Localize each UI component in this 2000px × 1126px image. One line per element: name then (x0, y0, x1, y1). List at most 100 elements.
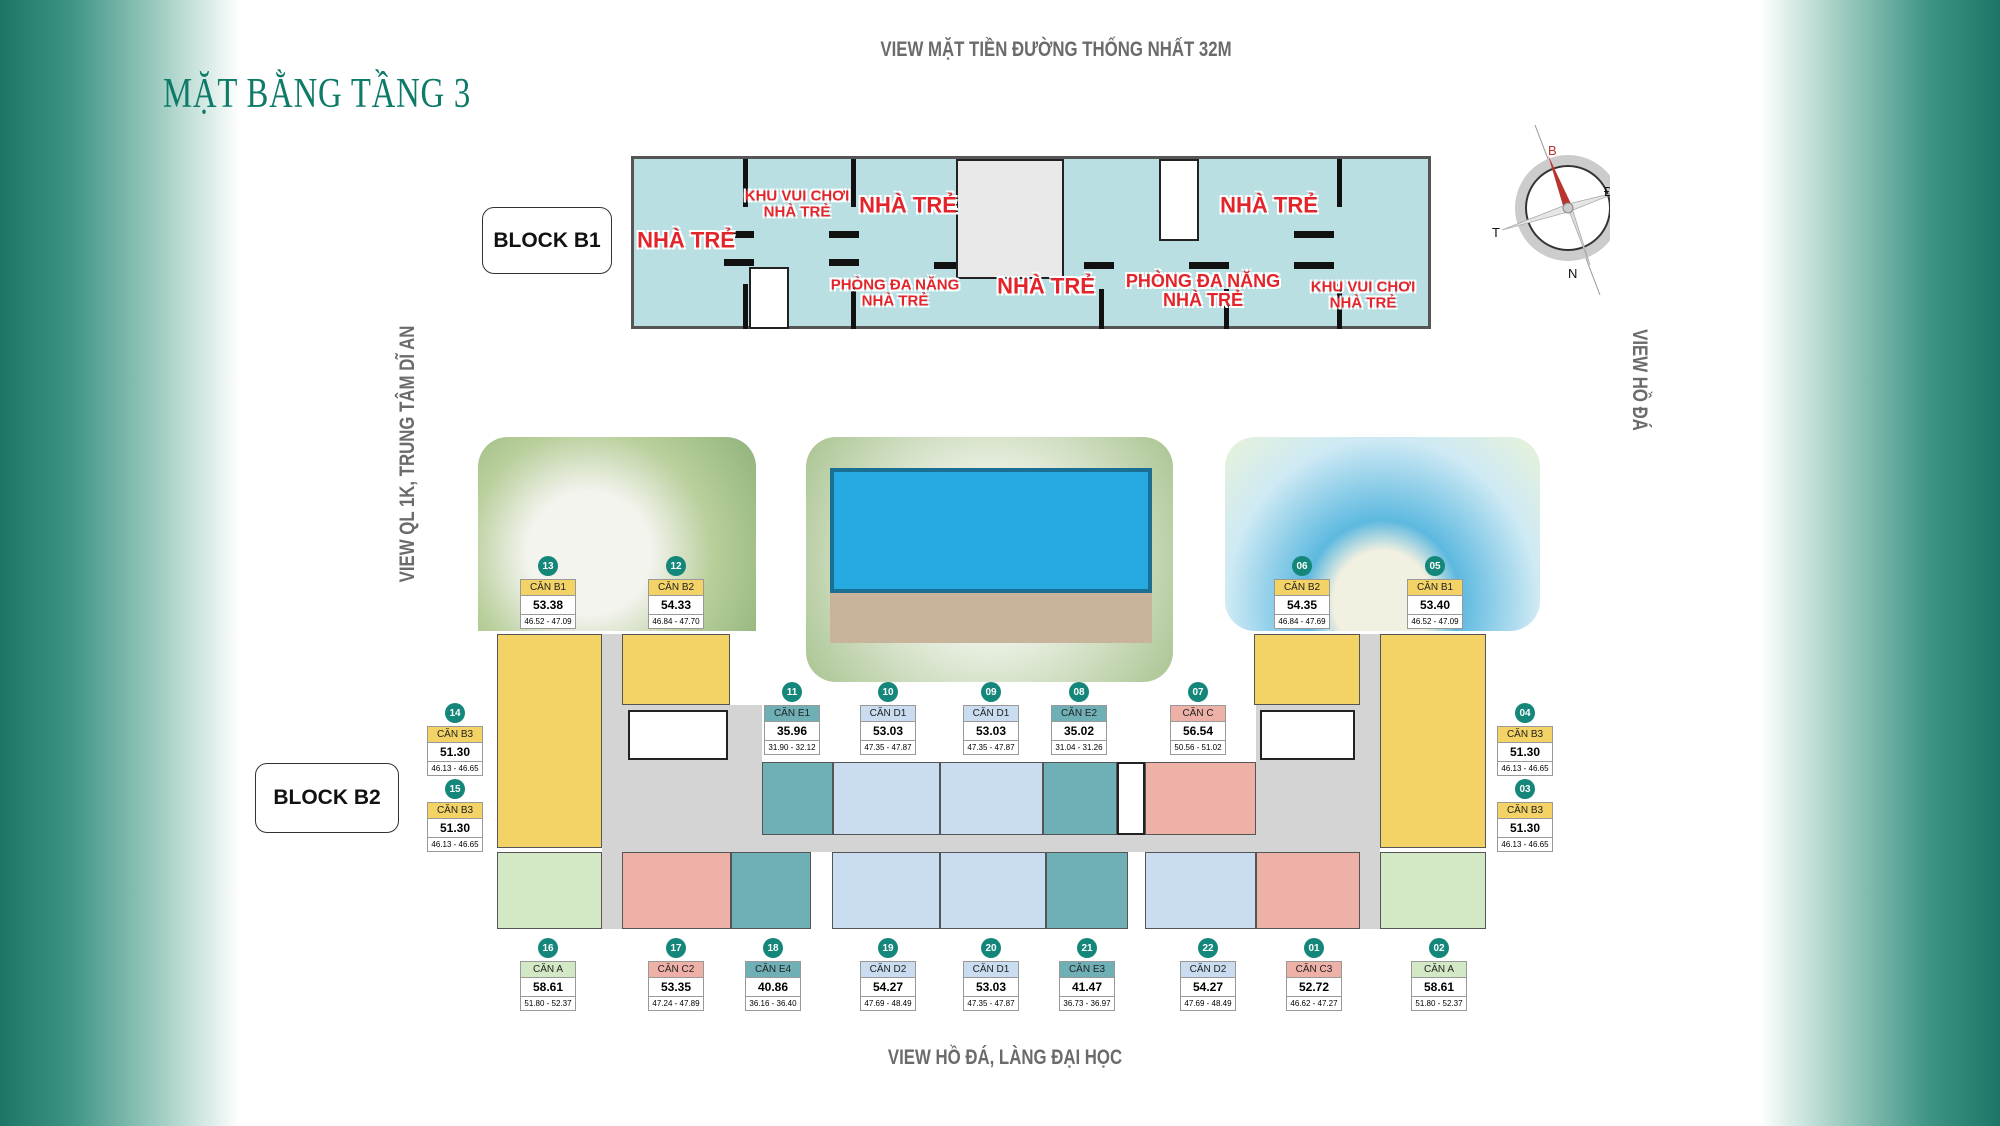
unit-d2 (1145, 852, 1256, 929)
unit-number-badge: 16 (538, 938, 558, 958)
unit-e4 (731, 852, 811, 929)
unit-number-badge: 07 (1188, 682, 1208, 702)
room-label: KHU VUI CHƠI NHÀ TRẺ (744, 187, 850, 220)
unit-area: 54.33 (649, 596, 703, 615)
block-b1-plan (631, 156, 1431, 329)
unit-number-badge: 10 (878, 682, 898, 702)
unit-area-range: 31.90 - 32.12 (768, 743, 816, 752)
unit-a (1380, 852, 1486, 929)
unit-type: CĂN C3 (1287, 962, 1341, 978)
unit-area-range: 31.04 - 31.26 (1055, 743, 1103, 752)
view-bottom-label: VIEW HỒ ĐÁ, LÀNG ĐẠI HỌC (887, 1046, 1123, 1069)
unit-area-range: 36.73 - 36.97 (1063, 999, 1111, 1008)
block-b2-label: BLOCK B2 (255, 763, 399, 833)
unit-area: 53.35 (649, 978, 703, 997)
unit-type: CĂN C (1171, 706, 1225, 722)
unit-type: CĂN B3 (428, 803, 482, 819)
right-gradient-border (1760, 0, 2000, 1126)
unit-area: 52.72 (1287, 978, 1341, 997)
room-label: KHU VUI CHƠI NHÀ TRẺ (1310, 278, 1416, 311)
unit-number-badge: 22 (1198, 938, 1218, 958)
unit-area-range: 47.35 - 47.87 (967, 743, 1015, 752)
room-label: NHÀ TRẺ (1220, 192, 1318, 218)
unit-area-range: 46.84 - 47.70 (652, 617, 700, 626)
unit-area: 58.61 (1412, 978, 1466, 997)
unit-number-badge: 11 (782, 682, 802, 702)
unit-area-range: 46.13 - 46.65 (431, 764, 479, 773)
unit-type: CĂN E1 (765, 706, 819, 722)
unit-type: CĂN A (521, 962, 575, 978)
unit-c2 (622, 852, 731, 929)
unit-type: CĂN D1 (964, 962, 1018, 978)
unit-d1 (940, 762, 1043, 835)
stair-core (628, 710, 728, 760)
unit-area-range: 51.80 - 52.37 (524, 999, 572, 1008)
unit-type: CĂN B1 (1408, 580, 1462, 596)
unit-number-badge: 21 (1077, 938, 1097, 958)
unit-area: 53.40 (1408, 596, 1462, 615)
view-top-label: VIEW MẶT TIỀN ĐƯỜNG THỐNG NHẤT 32M (880, 38, 1232, 61)
unit-type: CĂN E3 (1060, 962, 1114, 978)
unit-type: CĂN D2 (1181, 962, 1235, 978)
view-left-label: VIEW QL 1K, TRUNG TÂM DĨ AN (396, 325, 419, 583)
unit-area: 53.03 (861, 722, 915, 741)
view-right-label: VIEW HỒ ĐÁ (1628, 329, 1651, 431)
left-gradient-border (0, 0, 240, 1126)
unit-number-badge: 04 (1515, 703, 1535, 723)
stair-core (1159, 159, 1199, 241)
unit-area: 51.30 (1498, 819, 1552, 838)
unit-area-range: 46.52 - 47.09 (524, 617, 572, 626)
unit-area: 40.86 (746, 978, 800, 997)
room-label: NHÀ TRẺ (859, 192, 957, 218)
unit-area: 35.96 (765, 722, 819, 741)
unit-number-badge: 02 (1429, 938, 1449, 958)
lake-landscape (1225, 437, 1540, 631)
room-label: NHÀ TRẺ (637, 227, 735, 253)
unit-type: CĂN D2 (861, 962, 915, 978)
unit-type: CĂN E4 (746, 962, 800, 978)
unit-number-badge: 13 (538, 556, 558, 576)
unit-area-range: 46.13 - 46.65 (431, 840, 479, 849)
unit-type: CĂN D1 (861, 706, 915, 722)
unit-a (497, 852, 602, 929)
unit-area-range: 46.84 - 47.69 (1278, 617, 1326, 626)
stair-core (1260, 710, 1355, 760)
unit-area-range: 46.52 - 47.09 (1411, 617, 1459, 626)
unit-type: CĂN E2 (1052, 706, 1106, 722)
unit-area-range: 47.35 - 47.87 (864, 743, 912, 752)
unit-number-badge: 15 (445, 779, 465, 799)
unit-type: CĂN B3 (428, 727, 482, 743)
unit-area: 58.61 (521, 978, 575, 997)
unit-area: 53.38 (521, 596, 575, 615)
compass-north: B (1548, 143, 1557, 158)
unit-number-badge: 06 (1292, 556, 1312, 576)
unit-number-badge: 09 (981, 682, 1001, 702)
unit-area-range: 46.13 - 46.65 (1501, 840, 1549, 849)
unit-area: 54.27 (861, 978, 915, 997)
room-label: PHÒNG ĐA NĂNG NHÀ TRẺ (830, 276, 960, 309)
unit-block-b (1254, 634, 1360, 705)
page-title: MẶT BẰNG TẦNG 3 (163, 71, 472, 117)
